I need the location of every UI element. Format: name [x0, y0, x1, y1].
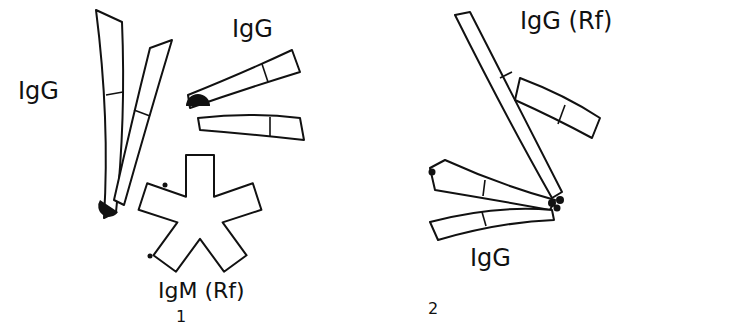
igm-star [139, 155, 262, 272]
hinge-tick [106, 92, 123, 95]
hinge-tick [483, 180, 485, 196]
hinge-tick [262, 64, 268, 82]
molecule-label: IgG [18, 78, 59, 106]
binding-dot [556, 196, 564, 204]
igg-arm [430, 209, 554, 240]
hinge-tick [500, 72, 512, 78]
panel-number: 1 [176, 308, 186, 326]
molecule-label: IgG (Rf) [520, 8, 612, 36]
binding-dot [163, 183, 168, 188]
binding-dot [186, 94, 210, 106]
hinge-tick [269, 117, 271, 137]
binding-dot [148, 254, 153, 259]
binding-dot [429, 169, 436, 176]
hinge-tick [134, 110, 150, 116]
igg-arm [430, 160, 555, 210]
binding-dot [554, 205, 561, 212]
hinge-tick [482, 212, 486, 226]
igg-arm [198, 115, 304, 140]
igg-arm [515, 78, 600, 138]
molecule-label: IgM (Rf) [158, 278, 245, 303]
hinge-tick [558, 105, 565, 124]
binding-dot [98, 200, 118, 217]
panel-number: 2 [428, 300, 438, 318]
molecule-label: IgG [232, 16, 273, 44]
igg-arm [114, 40, 172, 205]
molecule-label: IgG [470, 245, 511, 273]
